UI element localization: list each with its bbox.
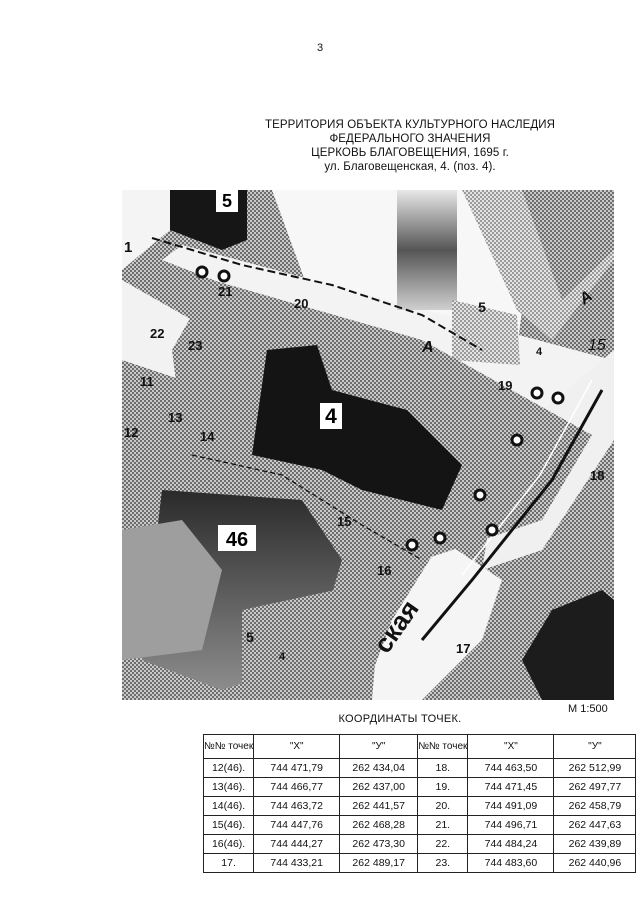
cell: 262 434,04 — [339, 758, 419, 778]
cell: 744 483,60 — [467, 853, 555, 873]
table-row: 12(46). 744 471,79 262 434,04 18. 744 46… — [202, 758, 637, 778]
map-point-12: 12 — [124, 425, 138, 440]
coordinates-table: №№ точек "Х" "У" №№ точек "Х" "У" 12(46)… — [202, 734, 637, 873]
map-scale: М 1:500 — [568, 703, 608, 715]
table-row: 15(46). 744 447,76 262 468,28 21. 744 49… — [202, 815, 637, 835]
cell: 744 471,45 — [467, 777, 555, 797]
cell: 744 471,79 — [253, 758, 341, 778]
cell: 262 440,96 — [553, 853, 637, 873]
cell: 15(46). — [202, 815, 255, 835]
cell: 262 497,77 — [553, 777, 637, 797]
map-point-11: 11 — [140, 374, 154, 389]
map-point-15: 15 — [337, 514, 351, 529]
header-point-number-2: №№ точек — [417, 734, 469, 759]
cell: 262 489,17 — [339, 853, 419, 873]
header-x-2: "Х" — [467, 734, 555, 759]
map-point-1: 1 — [124, 239, 132, 256]
title-line-1: ТЕРРИТОРИЯ ОБЪЕКТА КУЛЬТУРНОГО НАСЛЕДИЯ — [264, 119, 556, 131]
cell: 744 463,50 — [467, 758, 555, 778]
map-point-17: 17 — [456, 641, 470, 656]
header-y: "У" — [339, 734, 419, 759]
cell: 14(46). — [202, 796, 255, 816]
cell: 262 512,99 — [553, 758, 637, 778]
coordinates-table-title: КООРДИНАТЫ ТОЧЕК. — [338, 713, 462, 725]
title-line-4: ул. Благовещенская, 4. (поз. 4). — [324, 161, 496, 173]
table-header-row: №№ точек "Х" "У" №№ точек "Х" "У" — [202, 734, 637, 759]
cadastral-map: 5 4 46 5 5 4 4 21 20 22 23 19 13 12 14 1… — [122, 190, 614, 700]
map-point-16: 16 — [377, 563, 391, 578]
map-label-building-5-bottom: 5 — [246, 629, 254, 645]
map-point-20: 20 — [294, 296, 308, 311]
document-title: ТЕРРИТОРИЯ ОБЪЕКТА КУЛЬТУРНОГО НАСЛЕДИЯ … — [230, 118, 590, 174]
map-label-building-4: 4 — [325, 405, 337, 428]
map-street-a-1: А — [421, 339, 434, 356]
table-row: 13(46). 744 466,77 262 437,00 19. 744 47… — [202, 777, 637, 797]
header-y-2: "У" — [553, 734, 637, 759]
title-line-2: ФЕДЕРАЛЬНОГО ЗНАЧЕНИЯ — [329, 133, 491, 145]
table-row: 14(46). 744 463,72 262 441,57 20. 744 49… — [202, 796, 637, 816]
cell: 262 439,89 — [553, 834, 637, 854]
map-point-19: 19 — [498, 378, 512, 393]
map-graphic: 5 4 46 5 5 4 4 21 20 22 23 19 13 12 14 1… — [122, 190, 614, 700]
map-label-building-5-mid: 5 — [478, 299, 486, 315]
cell: 262 447,63 — [553, 815, 637, 835]
cell: 744 484,24 — [467, 834, 555, 854]
cell: 13(46). — [202, 777, 255, 797]
map-point-13: 13 — [168, 410, 182, 425]
cell: 744 491,09 — [467, 796, 555, 816]
header-point-number: №№ точек — [202, 734, 255, 759]
cell: 18. — [417, 758, 469, 778]
cell: 744 466,77 — [253, 777, 341, 797]
map-point-21: 21 — [218, 284, 232, 299]
cell: 744 463,72 — [253, 796, 341, 816]
cell: 20. — [417, 796, 469, 816]
map-label-building-5-top: 5 — [222, 191, 232, 211]
map-point-22: 22 — [150, 326, 164, 341]
cell: 744 447,76 — [253, 815, 341, 835]
map-point-23: 23 — [188, 338, 202, 353]
map-street-15: 15 — [588, 337, 606, 354]
cell: 262 473,30 — [339, 834, 419, 854]
cell: 21. — [417, 815, 469, 835]
table-row: 16(46). 744 444,27 262 473,30 22. 744 48… — [202, 834, 637, 854]
cell: 744 496,71 — [467, 815, 555, 835]
map-point-18: 18 — [590, 468, 604, 483]
cell: 17. — [202, 853, 255, 873]
cell: 262 468,28 — [339, 815, 419, 835]
page-number: 3 — [316, 42, 324, 54]
map-label-building-4-bottom: 4 — [279, 651, 286, 663]
map-label-building-46: 46 — [226, 529, 248, 551]
cell: 23. — [417, 853, 469, 873]
title-line-3: ЦЕРКОВЬ БЛАГОВЕЩЕНИЯ, 1695 г. — [311, 147, 509, 159]
cell: 262 441,57 — [339, 796, 419, 816]
cell: 16(46). — [202, 834, 255, 854]
cell: 262 458,79 — [553, 796, 637, 816]
table-row: 17. 744 433,21 262 489,17 23. 744 483,60… — [202, 853, 637, 873]
header-x: "Х" — [253, 734, 341, 759]
map-label-building-4-small: 4 — [536, 346, 543, 358]
cell: 12(46). — [202, 758, 255, 778]
map-point-14: 14 — [200, 429, 215, 444]
cell: 19. — [417, 777, 469, 797]
cell: 262 437,00 — [339, 777, 419, 797]
cell: 744 444,27 — [253, 834, 341, 854]
cell: 22. — [417, 834, 469, 854]
cell: 744 433,21 — [253, 853, 341, 873]
